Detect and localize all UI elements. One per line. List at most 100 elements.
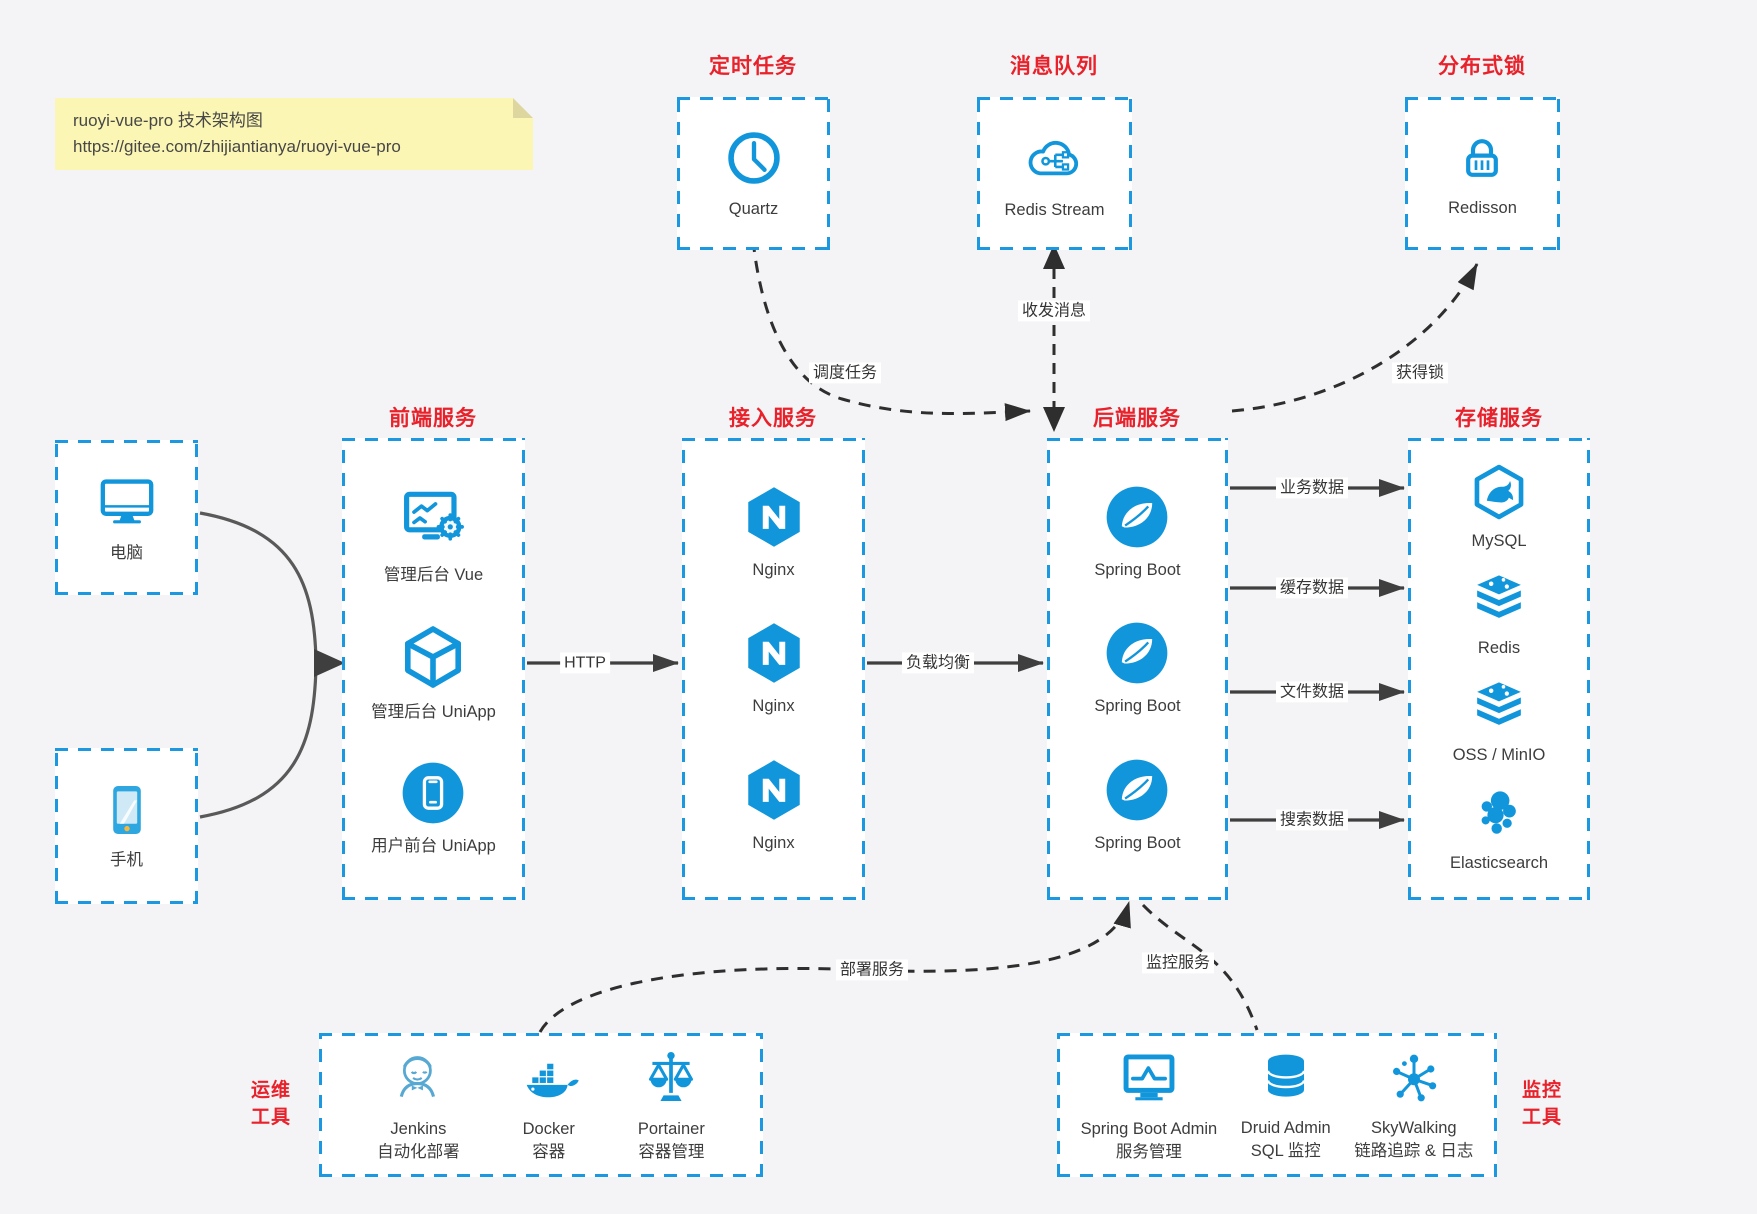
box-redis-stream: Redis Stream <box>977 97 1132 250</box>
nginx-icon <box>741 620 807 686</box>
spring-icon <box>1104 620 1170 686</box>
title-access-services: 接入服务 <box>729 407 817 430</box>
node-docker: Docker 容器 <box>518 1047 580 1163</box>
edge-deploy <box>538 901 1131 1033</box>
node-label: Redis <box>1477 639 1521 658</box>
desktop-icon <box>96 471 158 533</box>
lock-icon <box>1452 128 1512 188</box>
node-label: 手机 <box>110 851 143 870</box>
node-label: Redisson <box>1448 198 1517 217</box>
node-label: 用户前台 UniApp <box>371 837 496 856</box>
nginx-icon <box>741 757 807 823</box>
edge-clients-to-frontend <box>199 511 318 819</box>
node-label-line1: Spring Boot Admin <box>1080 1120 1218 1139</box>
node-oss-minio: OSS / MinIO <box>1452 679 1546 766</box>
note-title: ruoyi-vue-pro 技术架构图 <box>73 111 263 130</box>
title-ops-line1: 运维 <box>250 1080 291 1101</box>
node-elasticsearch: Elasticsearch <box>1450 785 1548 874</box>
jenkins-icon <box>387 1047 449 1109</box>
node-label: Portainer 容器管理 <box>638 1118 705 1163</box>
node-label-line1: Docker <box>522 1120 575 1139</box>
node-label: OSS / MinIO <box>1452 745 1546 764</box>
node-label-line1: Jenkins <box>390 1120 447 1139</box>
title-backend-services: 后端服务 <box>1093 407 1181 430</box>
smartphone-icon <box>97 780 157 840</box>
node-label-line2: 链路追踪 & 日志 <box>1354 1141 1474 1160</box>
box-redisson: Redisson <box>1405 97 1560 250</box>
edge-monitor <box>1141 903 1259 1031</box>
box-access-services: Nginx Nginx Nginx <box>682 438 865 900</box>
node-mobile: 手机 <box>97 780 157 871</box>
node-nginx-3: Nginx <box>741 757 807 854</box>
node-redis-stream: Redis Stream <box>1004 126 1105 221</box>
database-icon <box>1256 1048 1316 1108</box>
node-mysql: MySQL <box>1470 463 1528 552</box>
node-label: Nginx <box>752 697 795 716</box>
node-label: 管理后台 Vue <box>383 565 484 584</box>
clock-icon <box>723 127 785 189</box>
node-label: Druid Admin SQL 监控 <box>1241 1117 1331 1162</box>
node-nginx-2: Nginx <box>741 620 807 717</box>
title-message-queue: 消息队列 <box>1010 55 1098 78</box>
edge-lock <box>1231 263 1479 413</box>
node-label: MySQL <box>1471 532 1527 551</box>
node-user-uniapp: 用户前台 UniApp <box>371 760 496 857</box>
node-label: 管理后台 UniApp <box>371 703 496 722</box>
node-redis: Redis <box>1471 572 1527 659</box>
node-label: Elasticsearch <box>1449 854 1549 873</box>
node-admin-vue: 管理后台 Vue <box>384 481 483 586</box>
node-label: Spring Boot <box>1094 560 1181 579</box>
title-distributed-lock: 分布式锁 <box>1438 55 1526 78</box>
title-storage-services: 存储服务 <box>1455 407 1543 430</box>
node-portainer: Portainer 容器管理 <box>638 1047 705 1163</box>
node-label-line1: Druid Admin <box>1240 1119 1331 1138</box>
box-quartz: Quartz <box>677 97 830 250</box>
edge-clients-arrowhead <box>314 649 345 677</box>
node-label-line2: SQL 监控 <box>1250 1141 1321 1160</box>
box-mobile-client: 手机 <box>55 748 198 904</box>
node-label-line1: Portainer <box>637 1120 705 1139</box>
node-label: 电脑 <box>110 543 143 562</box>
node-springboot-3: Spring Boot <box>1094 757 1181 854</box>
node-druid-admin: Druid Admin SQL 监控 <box>1241 1048 1331 1162</box>
node-nginx-1: Nginx <box>741 484 807 581</box>
node-label: SkyWalking 链路追踪 & 日志 <box>1354 1117 1473 1162</box>
box-backend-services: Spring Boot Spring Boot Spring Boot <box>1047 438 1228 900</box>
node-redisson: Redisson <box>1448 128 1517 219</box>
title-monitor-tools: 监控 工具 <box>1510 1078 1574 1131</box>
box-frontend-services: 管理后台 Vue 管理后台 UniApp 用户前台 UniApp <box>342 438 525 900</box>
node-label: Nginx <box>752 560 795 579</box>
node-label: Spring Boot <box>1094 834 1181 853</box>
node-label: Spring Boot <box>1094 697 1181 716</box>
docker-icon <box>518 1047 580 1109</box>
box-ops-tools: Jenkins 自动化部署 Docker 容器 Portainer 容器管理 <box>319 1033 763 1177</box>
cloud-stream-icon <box>1022 126 1086 190</box>
node-label-line2: 容器 <box>532 1142 566 1161</box>
node-springboot-admin: Spring Boot Admin 服务管理 <box>1081 1047 1218 1163</box>
scales-icon <box>640 1047 702 1109</box>
node-label-line2: 自动化部署 <box>377 1142 460 1161</box>
layer-stack-icon <box>1471 572 1527 628</box>
note-url: https://gitee.com/zhijiantianya/ruoyi-vu… <box>73 137 401 156</box>
node-label: Spring Boot Admin 服务管理 <box>1081 1118 1218 1163</box>
node-skywalking: SkyWalking 链路追踪 & 日志 <box>1354 1048 1473 1162</box>
box-storage-services: MySQL Redis OSS / MinIO Elasticsearch <box>1408 438 1590 900</box>
node-label: Docker 容器 <box>523 1118 575 1163</box>
node-label-line2: 容器管理 <box>638 1142 705 1161</box>
box-pc-client: 电脑 <box>55 440 198 595</box>
layer-stack-icon <box>1471 679 1527 735</box>
node-label: Redis Stream <box>1004 200 1105 219</box>
pulse-monitor-icon <box>1118 1047 1180 1109</box>
node-label: Nginx <box>752 834 795 853</box>
admin-monitor-gear-icon <box>397 481 471 555</box>
node-label-line2: 服务管理 <box>1115 1142 1182 1161</box>
node-label: Quartz <box>728 199 779 218</box>
node-admin-uniapp: 管理后台 UniApp <box>371 622 496 723</box>
node-jenkins: Jenkins 自动化部署 <box>377 1047 460 1163</box>
node-label: Jenkins 自动化部署 <box>377 1118 460 1163</box>
edge-schedule <box>751 239 1031 422</box>
sticky-note: ruoyi-vue-pro 技术架构图 https://gitee.com/zh… <box>55 98 533 170</box>
network-icon <box>1384 1048 1444 1108</box>
box-monitor-tools: Spring Boot Admin 服务管理 Druid Admin SQL 监… <box>1057 1033 1497 1177</box>
